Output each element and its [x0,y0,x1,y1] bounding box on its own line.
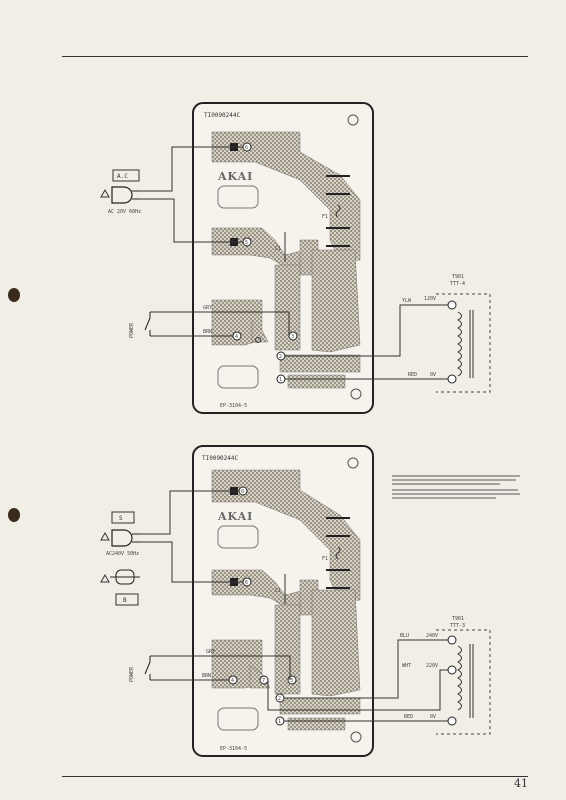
xfmr-terminal-lo-2 [447,716,457,726]
wire-brn-2: BRN [202,673,211,679]
diagram-1: TI0090244C EP-3104-5 AKAI F1 C1 [100,102,491,414]
power-spec-1: AC 20V 60Hz [108,209,141,215]
terminal-7-label-2: 7 [262,678,265,684]
cutout-1a [217,185,259,209]
terminal-1-label-1: 1 [279,377,282,383]
transformer-1: T901 TTT-4 120V 0V [424,274,491,393]
terminal-6-label-2: 6 [245,580,248,586]
region-label-1: A.C [117,173,128,180]
board-code-2: TI0090244C [202,455,239,462]
terminal-1-label-2: 1 [278,719,281,725]
ac-plug-1 [111,186,133,204]
wire-blu-2: BLU [400,633,409,639]
terminal-3-label-1: 3 [291,334,294,340]
fuse-label-1: F1 [322,214,328,220]
transformer-part-2: TTT-3 [450,623,465,629]
cutout-2a [217,525,259,549]
wire-brn-1: BRN [203,329,212,335]
copper-traces-1 [211,131,361,389]
wires-1 [140,146,448,380]
terminal-4-label-2: 4 [231,678,234,684]
board-code-1: TI0090244C [204,112,241,119]
cutout-1b [217,365,259,389]
transformer-ref-1: T901 [452,274,464,280]
volt-hi-2: 240V [426,633,438,639]
brand-logo-2: AKAI [217,510,253,523]
fuse-symbol-2 [335,546,341,560]
terminal-2-label-1: 2 [279,354,282,360]
fuse-symbol-1 [335,204,341,218]
switch-label-2: POWER [129,666,135,682]
wire-red-2: RED [404,714,413,720]
region-label-2b: B [123,597,127,604]
notice-text-lines [392,475,520,499]
transformer-part-1: TTT-4 [450,281,465,287]
transformer-ref-2: T901 [452,616,464,622]
top-rule [62,56,528,57]
wire-gry-2: GRY [206,649,215,655]
board-bottom-code-1: EP-3104-5 [220,403,247,409]
volt-lo-1: 0V [430,372,436,378]
fuse-label-2: F1 [322,556,328,562]
region-box-1 [112,169,140,182]
terminal-5-label-1: 5 [245,240,248,246]
terminal-4-label-1: 4 [235,334,238,340]
power-switch-2 [144,656,151,680]
region-label-2a: S [119,515,123,522]
xfmr-terminal-mid-2 [447,665,457,675]
binder-hole-bottom [8,508,20,522]
volt-lo-2: 0V [430,714,436,720]
page-number: 41 [514,777,528,790]
bottom-rule [62,776,528,777]
mount-hole-2a [347,457,359,469]
brand-logo-1: AKAI [217,170,253,183]
warning-icon-2a [100,531,110,541]
terminal-3-label-2: 3 [290,678,293,684]
fuse-holder-1 [326,175,350,247]
volt-hi-1: 120V [424,296,436,302]
warning-icon-2b [100,573,110,583]
wire-red-1: RED [408,372,417,378]
region-box-2b [115,593,139,606]
wires-2 [140,490,448,722]
cutout-2b [217,707,259,731]
power-spec-2: AC240V 50Hz [106,551,139,557]
xfmr-box-1 [436,293,491,393]
fuse-holder-2 [326,517,350,589]
mount-hole-1a [347,114,359,126]
region-box-2a [111,511,135,524]
cap-label-1: C1 [275,246,281,252]
board-bottom-code-2: EP-3104-5 [220,746,247,752]
xfmr-coil-2 [456,645,462,711]
mount-hole-1b [350,388,362,400]
xfmr-box-2 [436,629,491,735]
wire-gry-1: GRY [203,305,212,311]
xfmr-coil-1 [456,311,462,377]
diagram-2: TI0090244C EP-3104-5 AKAI F1 C1 [100,445,520,757]
xfmr-terminal-hi-1 [447,300,457,310]
wire-wht-2: WHT [402,663,411,669]
terminal-2-label-2: 2 [278,696,281,702]
warning-icon-1 [100,188,110,198]
transformer-2: T901 TTT-3 240V 220V 0V [426,616,491,735]
power-switch-1 [144,312,151,336]
mount-hole-2b [350,731,362,743]
ac-plug-2 [111,529,133,547]
terminal-6-label-1: 6 [245,145,248,151]
wire-ylw-1: YLW [402,298,412,304]
terminal-8-label-2: 8 [241,489,244,495]
xfmr-terminal-hi-2 [447,635,457,645]
binder-hole-top [8,288,20,302]
volt-mid-2: 220V [426,663,438,669]
switch-label-1: POWER [129,322,135,338]
cap-label-2: C1 [275,588,281,594]
via-1 [255,337,261,343]
xfmr-terminal-lo-1 [447,374,457,384]
